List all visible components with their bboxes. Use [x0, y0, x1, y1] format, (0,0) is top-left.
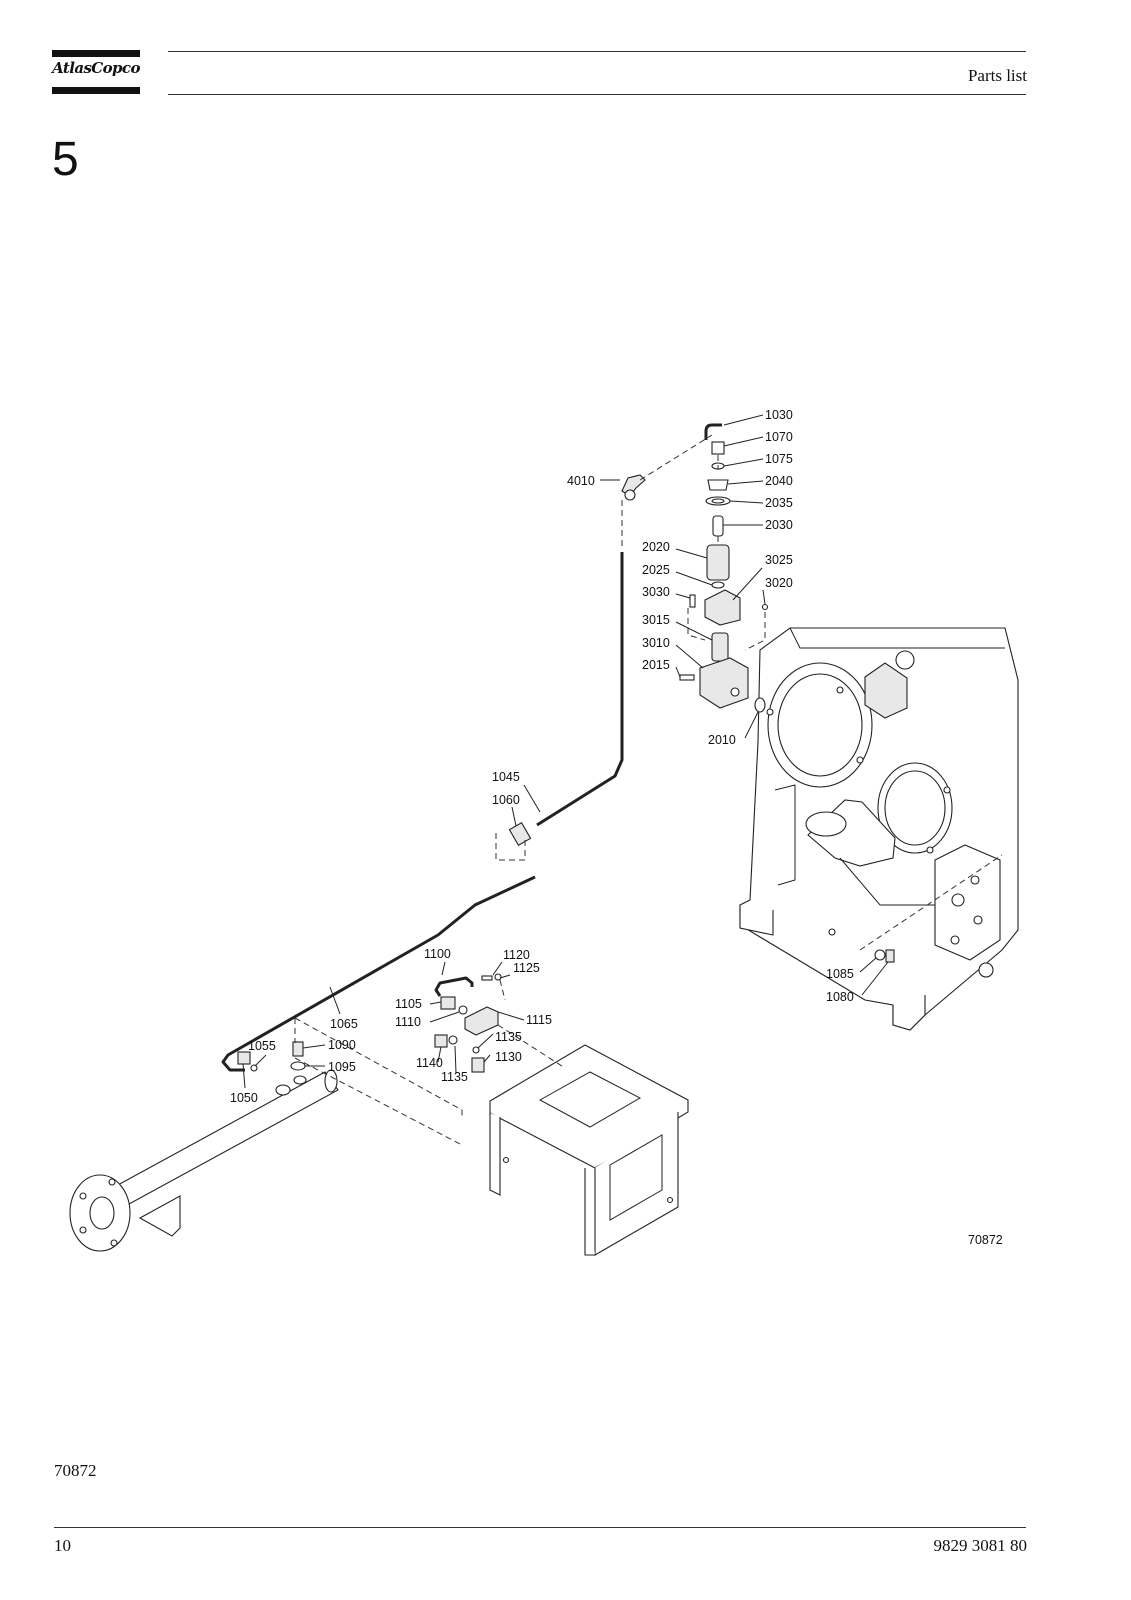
figure-reference: 70872 — [54, 1461, 97, 1480]
assembly-dash-lines — [294, 434, 1003, 1146]
callout-2030: 2030 — [765, 518, 793, 532]
leader-lines — [242, 414, 889, 1089]
footer-rule — [54, 1527, 1026, 1528]
pipe-upper — [536, 552, 624, 827]
valve-stack — [679, 423, 769, 713]
callout-1080: 1080 — [826, 990, 854, 1004]
atlas-copco-logo: AtlasCopco — [52, 50, 140, 94]
callout-3025: 3025 — [765, 553, 793, 567]
page-number: 10 — [54, 1536, 71, 1555]
lower-fittings — [237, 949, 895, 1073]
callout-1085: 1085 — [826, 967, 854, 981]
callout-1105: 1105 — [395, 997, 422, 1011]
callout-1060: 1060 — [492, 793, 520, 807]
header-title: Parts list — [967, 66, 1027, 85]
callout-1120: 1120 — [503, 948, 530, 962]
pipe-lower — [221, 875, 536, 1072]
callout-1030: 1030 — [765, 408, 793, 422]
callout-1110: 1110 — [395, 1015, 421, 1029]
callout-1135-lower: 1135 — [441, 1070, 468, 1084]
callout-3010: 3010 — [642, 636, 670, 650]
callout-2035: 2035 — [765, 496, 793, 510]
callout-1125: 1125 — [513, 961, 540, 975]
header-rule-top — [168, 51, 1026, 52]
callout-4010: 4010 — [567, 474, 595, 488]
callout-2015: 2015 — [642, 658, 670, 672]
exhaust-tube — [69, 1069, 339, 1252]
logo-bar-top — [52, 50, 140, 57]
logo-wordmark: AtlasCopco — [52, 59, 140, 77]
header-rule-bottom — [168, 94, 1026, 95]
callout-1065: 1065 — [330, 1017, 358, 1031]
callout-1115: 1115 — [526, 1013, 552, 1027]
callout-1075: 1075 — [765, 452, 793, 466]
callout-1095: 1095 — [328, 1060, 356, 1074]
document-number: 9829 3081 80 — [933, 1536, 1028, 1555]
callout-2040: 2040 — [765, 474, 793, 488]
callout-2020: 2020 — [642, 540, 670, 554]
callout-1100: 1100 — [424, 947, 451, 961]
callout-3015: 3015 — [642, 613, 670, 627]
callout-3030: 3030 — [642, 585, 670, 599]
logo-bar-bottom — [52, 87, 140, 94]
coupling-1060 — [508, 821, 532, 847]
callout-1140: 1140 — [416, 1056, 443, 1070]
elbow-nut — [624, 489, 636, 501]
callout-1070: 1070 — [765, 430, 793, 444]
callout-3020: 3020 — [765, 576, 793, 590]
callout-1130: 1130 — [495, 1050, 522, 1064]
mounting-bracket — [489, 1044, 689, 1256]
callout-1050: 1050 — [230, 1091, 258, 1105]
callout-2025: 2025 — [642, 563, 670, 577]
callout-labels: 1030 1070 1075 4010 2040 2035 2030 2020 … — [230, 408, 1003, 1247]
callout-1135-upper: 1135 — [495, 1030, 522, 1044]
callout-2010: 2010 — [708, 733, 736, 747]
section-number: 5 — [52, 133, 79, 186]
callout-1090: 1090 — [328, 1038, 356, 1052]
callout-1055: 1055 — [248, 1039, 276, 1053]
gearbox-housing — [739, 627, 1019, 1031]
drawing-number: 70872 — [968, 1233, 1003, 1247]
callout-1045: 1045 — [492, 770, 520, 784]
